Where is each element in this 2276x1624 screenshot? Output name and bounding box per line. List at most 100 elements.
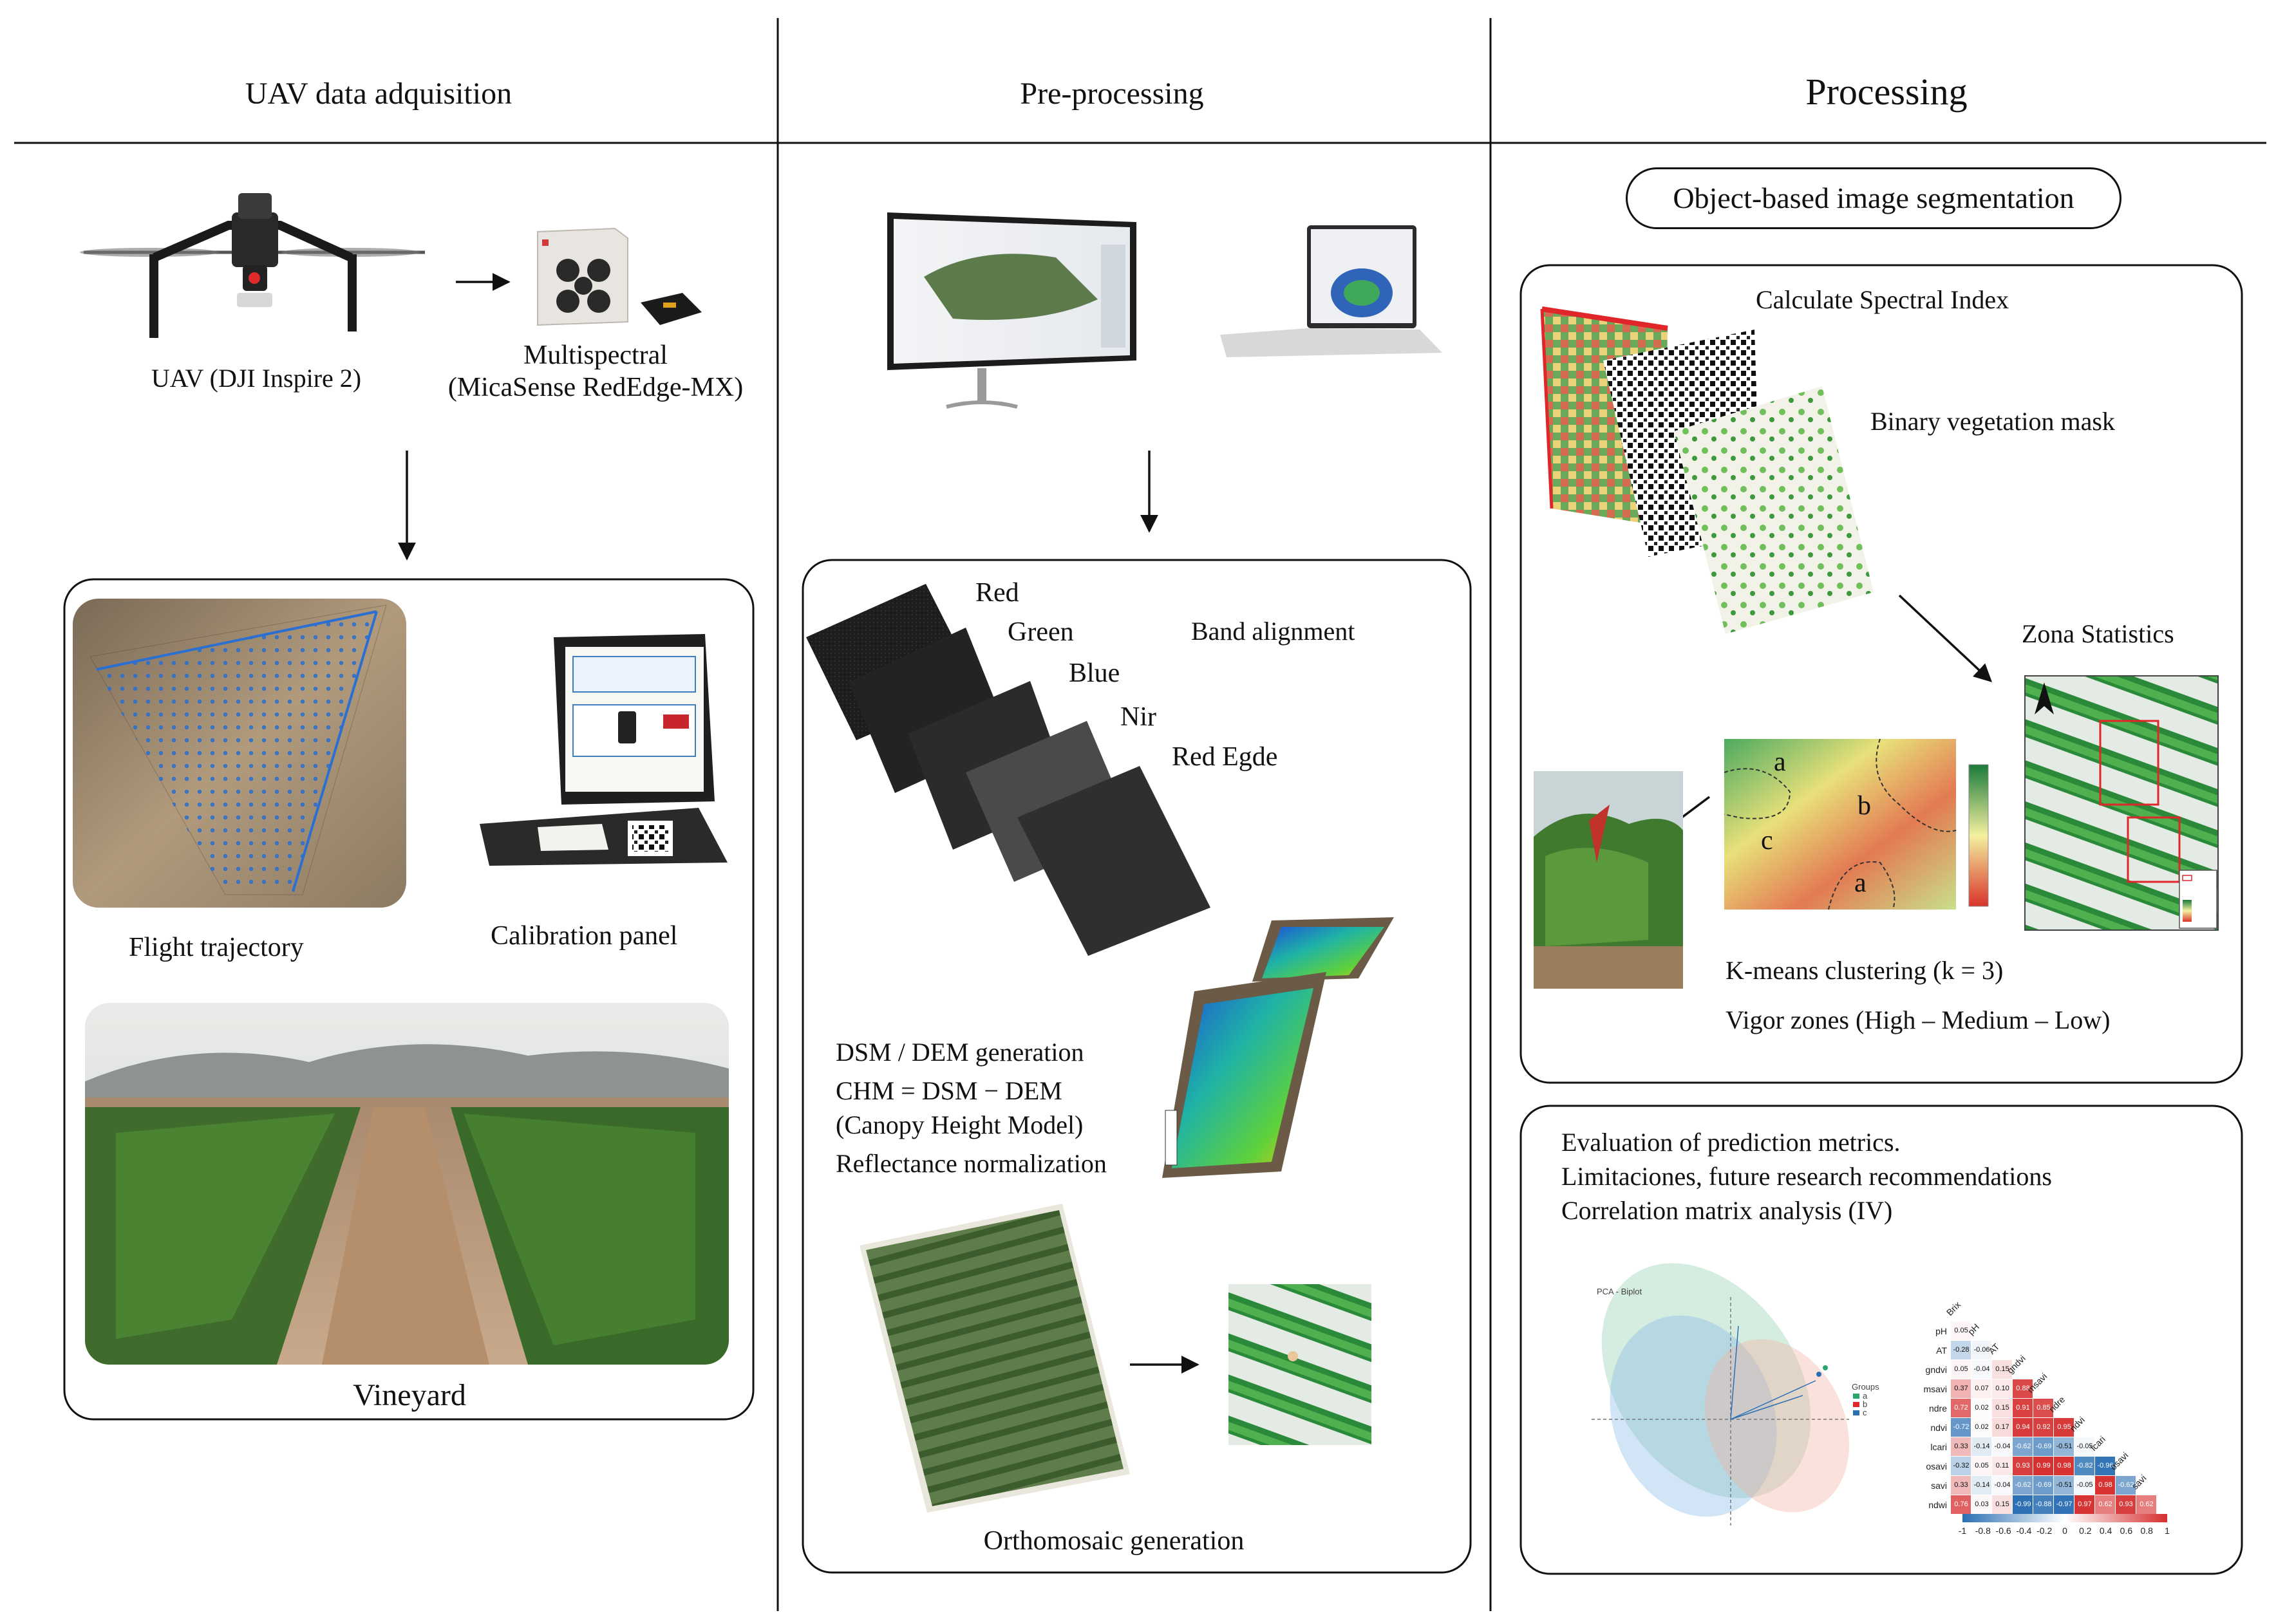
- correlation-scale-tick: 0.8: [2140, 1526, 2152, 1536]
- correlation-cell-value: -0.82: [2076, 1462, 2093, 1470]
- correlation-row-label: ndre: [1929, 1403, 1947, 1414]
- correlation-cell-value: 0.07: [1975, 1385, 1988, 1393]
- vineyard-label: Vineyard: [353, 1377, 466, 1413]
- spectral-index-label: Calculate Spectral Index: [1756, 285, 2009, 315]
- correlation-cell-value: -0.51: [2056, 1442, 2072, 1451]
- correlation-row-label: AT: [1936, 1345, 1947, 1356]
- correlation-cell-value: 0.97: [2078, 1500, 2091, 1509]
- correlation-cell-value: 0.62: [2140, 1500, 2153, 1509]
- flight-trajectory-image: [73, 599, 406, 908]
- correlation-cell-value: -0.28: [1953, 1346, 1969, 1354]
- correlation-cell-value: 0.05: [1954, 1365, 1968, 1374]
- chm-label: CHM = DSM − DEM: [836, 1076, 1062, 1106]
- correlation-cell-value: 0.92: [2036, 1423, 2050, 1432]
- reflectance-label: Reflectance normalization: [836, 1149, 1107, 1179]
- correlation-cell-value: 0.02: [1975, 1423, 1988, 1432]
- correlation-scale-tick: 0.2: [2079, 1526, 2091, 1536]
- correlation-row-label: ndwi: [1928, 1500, 1947, 1510]
- correlation-cell-value: -0.69: [2035, 1481, 2051, 1489]
- orthomosaic-image: [860, 1204, 1371, 1513]
- correlation-cell-value: 0.05: [1975, 1462, 1988, 1470]
- camera-label-line1: Multispectral: [523, 340, 668, 371]
- correlation-scale-bar: [1962, 1514, 2167, 1522]
- column-title-acquisition: UAV data adquisition: [245, 76, 512, 111]
- band-green-label: Green: [1008, 617, 1074, 648]
- correlation-cell-value: 0.05: [1954, 1327, 1968, 1335]
- correlation-row-label: osavi: [1926, 1461, 1947, 1471]
- band-nir-label: Nir: [1120, 702, 1156, 733]
- correlation-cell-value: 0.11: [1996, 1462, 2009, 1470]
- correlation-scale-tick: 0.4: [2100, 1526, 2112, 1536]
- correlation-row-label: savi: [1931, 1480, 1947, 1491]
- pca-biplot: [1559, 1224, 1877, 1540]
- zona-statistics-map: [2025, 676, 2218, 930]
- binary-mask-label: Binary vegetation mask: [1870, 407, 2115, 436]
- correlation-scale-tick: -0.2: [2036, 1526, 2052, 1536]
- correlation-scale-tick: 1: [2165, 1526, 2170, 1536]
- band-blue-label: Blue: [1069, 658, 1120, 689]
- correlation-cell-value: -0.99: [2015, 1500, 2031, 1509]
- correlation-cell-value: -0.62: [2015, 1481, 2031, 1489]
- correlation-cell-value: 0.33: [1954, 1442, 1968, 1451]
- vine-closeup-photo: [1534, 771, 1683, 989]
- correlation-cell-value: -0.97: [2056, 1500, 2072, 1509]
- correlation-cell-value: 0.98: [2098, 1481, 2112, 1489]
- pca-legend-item-c: c: [1863, 1408, 1867, 1418]
- correlation-cell-value: 0.72: [1954, 1404, 1968, 1412]
- laptop-icon: [1220, 225, 1442, 357]
- pca-title: PCA - Biplot: [1597, 1287, 1642, 1297]
- band-alignment-label: Band alignment: [1191, 617, 1355, 646]
- correlation-cell-value: 0.15: [1995, 1404, 2009, 1412]
- correlation-cell-value: 0.99: [2036, 1462, 2050, 1470]
- zone-label-b: b: [1857, 790, 1871, 821]
- correlation-scale-tick: -0.4: [2016, 1526, 2031, 1536]
- correlation-cell-value: 0.76: [1954, 1500, 1968, 1509]
- correlation-cell-value: -0.05: [2076, 1481, 2093, 1489]
- correlation-cell-value: -0.69: [2035, 1442, 2051, 1451]
- chm-note-label: (Canopy Height Model): [836, 1110, 1083, 1140]
- calibration-panel-label: Calibration panel: [491, 920, 677, 951]
- correlation-scale-tick: -1: [1959, 1526, 1966, 1536]
- flight-trajectory-label: Flight trajectory: [129, 932, 304, 963]
- correlation-cell-value: 0.37: [1954, 1385, 1968, 1393]
- dsm-dem-label: DSM / DEM generation: [836, 1038, 1084, 1067]
- drone-icon: [80, 193, 425, 338]
- correlation-cell-value: 0.33: [1954, 1481, 1968, 1489]
- band-red-label: Red: [975, 577, 1019, 608]
- evaluation-line-1: Evaluation of prediction metrics.: [1561, 1128, 1901, 1157]
- uav-label: UAV (DJI Inspire 2): [151, 364, 361, 393]
- evaluation-line-3: Correlation matrix analysis (IV): [1561, 1196, 1892, 1226]
- correlation-cell-value: -0.51: [2056, 1481, 2072, 1489]
- correlation-cell-value: 0.62: [2098, 1500, 2112, 1509]
- correlation-cell-value: 0.15: [1995, 1500, 2009, 1509]
- correlation-cell-value: 0.94: [2016, 1423, 2029, 1432]
- correlation-cell-value: -0.72: [1953, 1423, 1969, 1432]
- correlation-cell-value: -0.32: [1953, 1462, 1969, 1470]
- correlation-row-label: lcari: [1930, 1442, 1947, 1452]
- correlation-cell-value: 0.91: [2016, 1404, 2029, 1412]
- correlation-scale-tick: 0.6: [2120, 1526, 2132, 1536]
- correlation-scale-tick: -0.8: [1975, 1526, 1991, 1536]
- correlation-scale-tick: 0: [2062, 1526, 2067, 1536]
- evaluation-line-2: Limitaciones, future research recommenda…: [1561, 1162, 2052, 1191]
- correlation-cell-value: 0.10: [1995, 1385, 2009, 1393]
- spectral-index-stack: [1542, 309, 1874, 634]
- orthomosaic-label: Orthomosaic generation: [984, 1526, 1245, 1556]
- obia-label: Object-based image segmentation: [1673, 182, 2074, 216]
- zona-statistics-label: Zona Statistics: [2022, 619, 2174, 649]
- correlation-cell-value: 0.03: [1975, 1500, 1988, 1509]
- correlation-cell-value: 0.93: [2016, 1462, 2029, 1470]
- zone-label-a-top: a: [1774, 747, 1786, 778]
- correlation-row-label: msavi: [1923, 1384, 1947, 1394]
- correlation-scale-tick: -0.6: [1996, 1526, 2011, 1536]
- correlation-cell-value: -0.14: [1973, 1442, 1989, 1451]
- zone-label-a-bottom: a: [1854, 868, 1867, 899]
- correlation-row-label: ndvi: [1930, 1423, 1947, 1433]
- dsm-dem-image: [1162, 917, 1394, 1178]
- correlation-cell-value: -0.04: [1994, 1442, 2010, 1451]
- vineyard-photo: [85, 1003, 729, 1365]
- multispectral-camera-icon: [538, 229, 702, 325]
- arrow-mask-to-zones: [1899, 595, 1991, 681]
- correlation-cell-value: -0.04: [1994, 1481, 2010, 1489]
